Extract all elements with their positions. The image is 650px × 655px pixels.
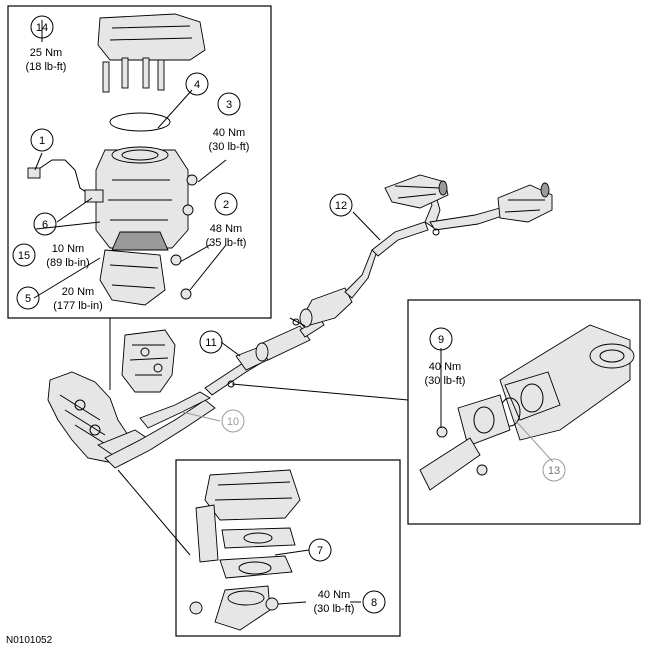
detail-panel-catalyst xyxy=(7,5,272,319)
callout-8: 8 40 Nm (30 lb-ft) xyxy=(314,589,386,615)
callout-15-torque-metric: 10 Nm xyxy=(52,243,84,255)
exhaust-system-drawing xyxy=(47,174,553,469)
callout-3-number: 3 xyxy=(226,99,232,111)
callout-7-number: 7 xyxy=(317,545,323,557)
callout-7: 7 xyxy=(308,538,332,562)
callout-2-torque-metric: 48 Nm xyxy=(210,223,242,235)
detail-panel-resonator-joint xyxy=(407,299,641,525)
callout-5: 5 20 Nm (177 lb-in) xyxy=(16,286,103,312)
studs xyxy=(102,57,165,93)
callout-6: 6 xyxy=(33,212,57,236)
callout-15-torque-imperial: (89 lb-in) xyxy=(46,257,89,269)
callout-2: 2 48 Nm (35 lb-ft) xyxy=(206,192,247,249)
callout-13: 13 xyxy=(542,458,566,482)
callout-5-torque-imperial: (177 lb-in) xyxy=(53,300,103,312)
callout-9-number: 9 xyxy=(438,334,444,346)
callout-15-number: 15 xyxy=(18,250,30,262)
callout-14-torque-imperial: (18 lb-ft) xyxy=(26,61,67,73)
callout-12-number: 12 xyxy=(335,200,347,212)
callout-10-number: 10 xyxy=(227,416,239,428)
callout-9-torque-metric: 40 Nm xyxy=(429,361,461,373)
callout-2-number: 2 xyxy=(223,199,229,211)
callout-14: 14 25 Nm (18 lb-ft) xyxy=(26,15,67,73)
callout-14-number: 14 xyxy=(36,22,48,34)
detail-panel-flange xyxy=(175,459,401,637)
callout-3: 3 40 Nm (30 lb-ft) xyxy=(209,92,250,153)
callout-5-torque-metric: 20 Nm xyxy=(62,286,94,298)
callout-1: 1 xyxy=(30,128,54,152)
callout-11-number: 11 xyxy=(205,337,216,349)
callout-14-torque-metric: 25 Nm xyxy=(30,47,62,59)
leader-lines-panel-a xyxy=(33,20,227,299)
callout-4: 4 xyxy=(185,72,209,96)
callout-9: 9 40 Nm (30 lb-ft) xyxy=(425,327,466,387)
callout-1-number: 1 xyxy=(39,135,45,147)
callout-12: 12 xyxy=(329,193,353,217)
callout-15: 15 10 Nm (89 lb-in) xyxy=(12,243,90,269)
callout-8-torque-metric: 40 Nm xyxy=(318,589,350,601)
callout-6-number: 6 xyxy=(42,219,48,231)
callout-4-number: 4 xyxy=(194,79,200,91)
callout-8-torque-imperial: (30 lb-ft) xyxy=(314,603,355,615)
leader-lines-panel-b xyxy=(274,549,361,605)
callout-8-number: 8 xyxy=(371,597,377,609)
callout-9-torque-imperial: (30 lb-ft) xyxy=(425,375,466,387)
panel-c-link xyxy=(231,383,409,401)
leader-lines-main xyxy=(181,211,381,422)
callout-11: 11 xyxy=(199,330,223,354)
panel-b-link xyxy=(117,469,191,556)
callout-3-torque-imperial: (30 lb-ft) xyxy=(209,141,250,153)
callout-13-number: 13 xyxy=(548,465,560,477)
callout-10: 10 xyxy=(221,409,245,433)
callout-3-torque-metric: 40 Nm xyxy=(213,127,245,139)
leader-lines-panel-c xyxy=(440,348,554,463)
figure-id: N0101052 xyxy=(6,635,53,646)
callout-2-torque-imperial: (35 lb-ft) xyxy=(206,237,247,249)
callout-5-number: 5 xyxy=(25,293,31,305)
